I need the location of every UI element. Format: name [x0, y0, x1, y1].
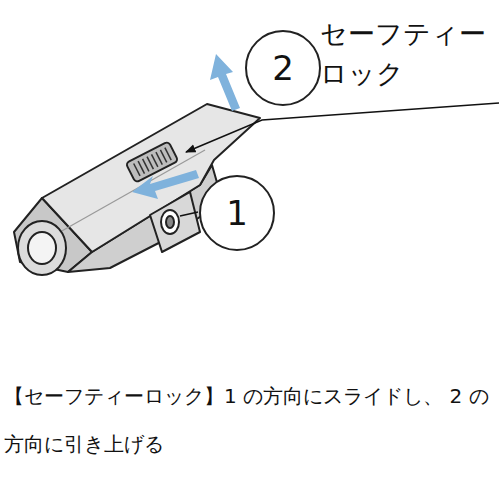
caption: 【セーフティーロック】1 の方向にスライドし、 2 の方向に引き上げる [4, 372, 498, 468]
button-ridge [165, 148, 171, 160]
callout-circle: 1 [199, 175, 275, 251]
callout-circle: 2 [245, 30, 321, 106]
button-ridge [138, 161, 144, 173]
button-ridge [134, 163, 140, 175]
button-ridge [147, 157, 153, 169]
part-label: セーフティー ロック [320, 14, 488, 94]
button-ridge [143, 159, 149, 171]
callout-number: 1 [226, 196, 248, 230]
callout-number: 2 [272, 51, 294, 85]
button-ridge [156, 152, 162, 164]
button-ridge [151, 154, 157, 166]
button-ridge [160, 150, 166, 162]
